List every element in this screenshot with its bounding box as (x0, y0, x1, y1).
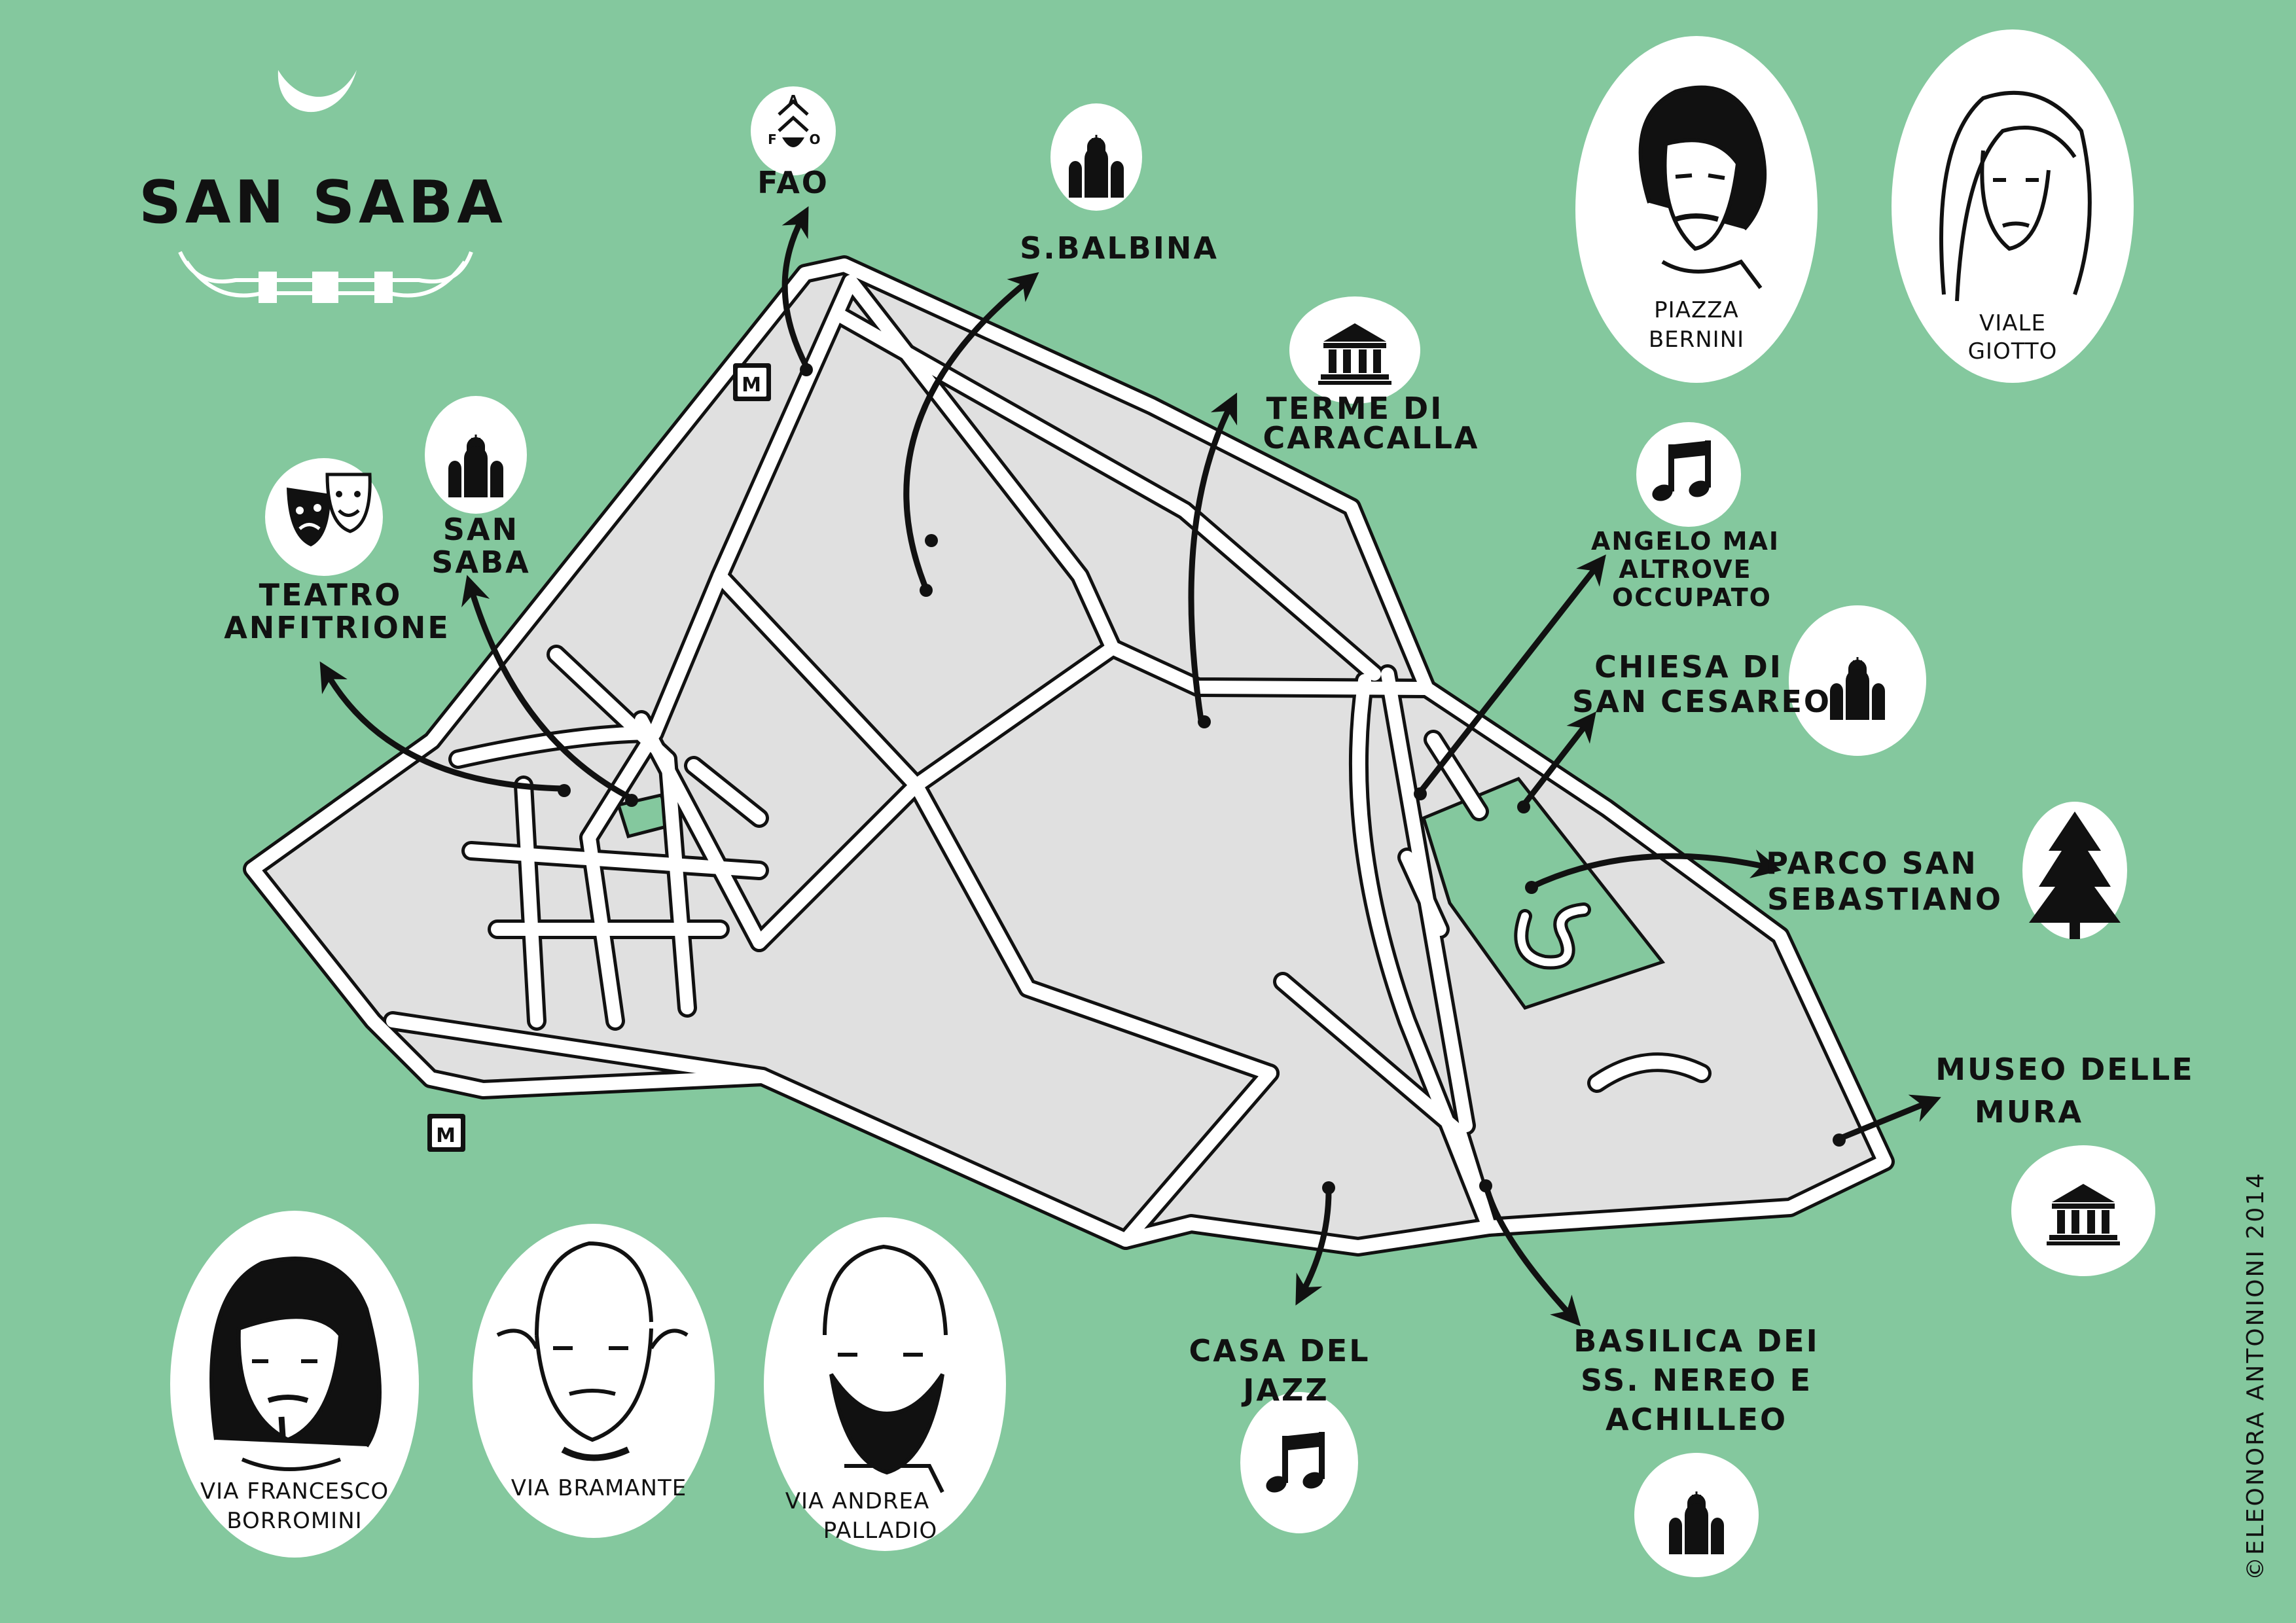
place-basilica-nereo-achilleo[interactable]: BASILICA DEI SS. NEREO E ACHILLEO (1573, 1323, 1819, 1577)
terme-label-line2: CARACALLA (1263, 420, 1480, 455)
place-s-balbina[interactable]: S.BALBINA (1020, 103, 1219, 266)
place-chiesa-san-cesareo[interactable]: CHIESA DI SAN CESAREO (1572, 605, 1926, 756)
san-saba-label-line1: SAN (443, 512, 519, 547)
portrait-via-bramante[interactable]: VIA BRAMANTE (473, 1224, 715, 1538)
basilica-label-line3: ACHILLEO (1605, 1402, 1787, 1437)
fao-logo-icon: A F O (768, 92, 821, 147)
bernini-label-line2: BERNINI (1649, 327, 1744, 353)
cesareo-label-line1: CHIESA DI (1594, 649, 1783, 685)
jazz-label-line1: CASA DEL (1189, 1333, 1370, 1368)
angelo-mai-label-line3: OCCUPATO (1612, 583, 1772, 612)
borromini-portrait-icon (209, 1257, 382, 1471)
teatro-label-line1: TEATRO (259, 577, 403, 613)
jazz-label-line2: JAZZ (1241, 1372, 1329, 1408)
place-casa-del-jazz[interactable]: CASA DEL JAZZ (1189, 1333, 1370, 1533)
crescent-moon-icon (278, 70, 357, 113)
basilica-label-line1: BASILICA DEI (1573, 1323, 1819, 1359)
teatro-label-line2: ANFITRIONE (224, 610, 450, 645)
theater-masks-icon (287, 473, 372, 546)
place-museo-delle-mura[interactable]: MUSEO DELLE MURA (1935, 1052, 2194, 1276)
map-title: SAN SABA (139, 168, 507, 237)
svg-text:O: O (809, 132, 820, 147)
terme-label-line1: TERME DI (1266, 391, 1444, 426)
museo-label-line1: MUSEO DELLE (1935, 1052, 2194, 1087)
museo-label-line2: MURA (1975, 1094, 2083, 1130)
portrait-piazza-bernini[interactable]: PIAZZA BERNINI (1575, 36, 1818, 383)
place-parco-san-sebastiano[interactable]: PARCO SAN SEBASTIANO (1766, 802, 2127, 939)
angelo-mai-label-line1: ANGELO MAI (1591, 527, 1780, 556)
palladio-label-line2: PALLADIO (823, 1518, 937, 1544)
bernini-label-line1: PIAZZA (1654, 297, 1739, 323)
street-network (243, 255, 1895, 1257)
angelo-mai-label-line2: ALTROVE (1619, 555, 1751, 584)
place-san-saba-church[interactable]: SAN SABA (425, 396, 531, 580)
portrait-via-francesco-borromini[interactable]: VIA FRANCESCO BORROMINI (170, 1211, 419, 1558)
credit-text: ©ELEONORA ANTONIONI 2014 (2242, 1171, 2269, 1580)
parco-label-line2: SEBASTIANO (1767, 882, 2003, 917)
giotto-label-line2: GIOTTO (1968, 338, 2058, 365)
borromini-label-line2: BORROMINI (226, 1508, 362, 1534)
san-saba-label-line2: SABA (431, 544, 530, 580)
palladio-label-line1: VIA ANDREA (785, 1488, 930, 1514)
basilica-label-line2: SS. NEREO E (1581, 1363, 1812, 1398)
place-terme-di-caracalla[interactable]: TERME DI CARACALLA (1263, 296, 1480, 455)
s-balbina-label: S.BALBINA (1020, 230, 1219, 266)
parco-label-line1: PARCO SAN (1766, 846, 1978, 881)
giotto-portrait-icon (1939, 90, 2092, 302)
svg-text:M: M (742, 374, 762, 397)
svg-text:A: A (788, 92, 798, 108)
place-teatro-anfitrione[interactable]: TEATRO ANFITRIONE (224, 458, 450, 645)
borromini-label-line1: VIA FRANCESCO (200, 1478, 389, 1505)
fao-label: FAO (757, 165, 829, 200)
palladio-portrait-icon (823, 1244, 948, 1493)
title-ornament-icon (178, 251, 473, 303)
metro-marker-south: M (427, 1114, 465, 1152)
portrait-via-andrea-palladio[interactable]: VIA ANDREA PALLADIO (764, 1217, 1006, 1551)
bramante-label-line1: VIA BRAMANTE (511, 1475, 687, 1501)
cesareo-label-line2: SAN CESAREO (1572, 684, 1831, 719)
svg-text:F: F (768, 132, 777, 147)
pointer-dots (558, 363, 1846, 1194)
svg-text:M: M (436, 1124, 457, 1147)
portrait-viale-giotto[interactable]: VIALE GIOTTO (1892, 29, 2134, 383)
pine-tree-icon (2029, 812, 2121, 939)
giotto-label-line1: VIALE (1979, 310, 2046, 336)
bramante-portrait-icon (496, 1241, 689, 1461)
bernini-portrait-icon (1638, 85, 1767, 289)
metro-marker-north: M (733, 363, 771, 401)
place-fao[interactable]: A F O FAO (751, 86, 836, 200)
place-angelo-mai[interactable]: ANGELO MAI ALTROVE OCCUPATO (1591, 422, 1780, 612)
pointer-arrows (319, 206, 1941, 1327)
